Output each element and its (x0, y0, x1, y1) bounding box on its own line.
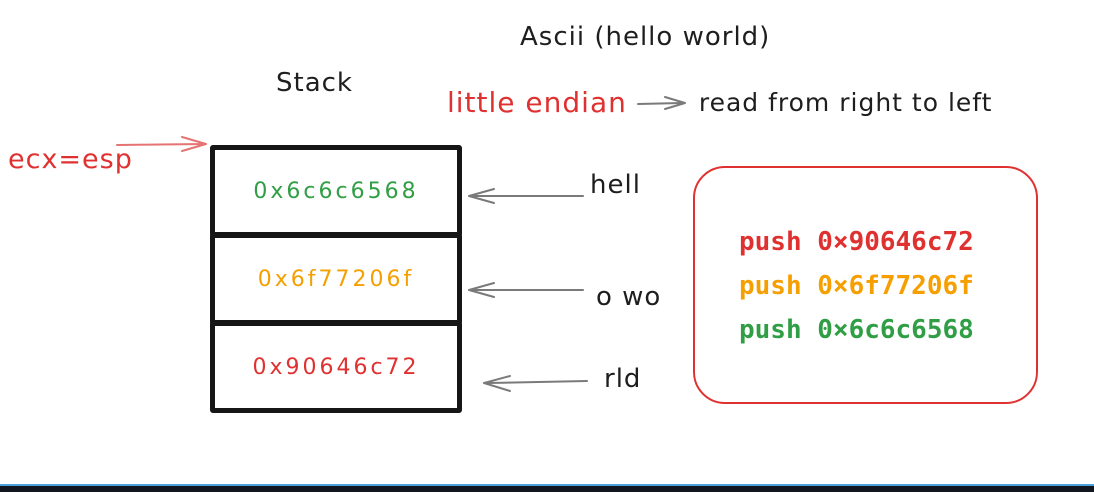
stack-cell-value: 0x6f77206f (257, 266, 415, 292)
left-arrow-icon (464, 186, 586, 206)
stack-cell-top: 0x6c6c6568 (210, 145, 462, 237)
push-instruction: push 0×90646c72 (739, 227, 974, 257)
stack-heading: Stack (276, 68, 353, 98)
push-instructions-box: push 0×90646c72 push 0×6f77206f push 0×6… (693, 166, 1038, 404)
push-instruction: push 0×6f77206f (739, 271, 974, 301)
endian-note: little endian read from right to left (447, 86, 992, 119)
cell-annotation: rld (604, 364, 642, 394)
push-instruction: push 0×6c6c6568 (739, 315, 974, 345)
left-arrow-icon (478, 372, 590, 394)
stack-box: 0x6c6c6568 0x6f77206f 0x90646c72 (210, 145, 462, 413)
cell-annotation: hell (590, 170, 641, 200)
stack-cell-middle: 0x6f77206f (210, 233, 462, 325)
left-arrow-icon (464, 280, 586, 300)
stack-pointer-label: ecx=esp (8, 144, 133, 175)
cell-annotation: o wo (596, 282, 662, 312)
stack-cell-bottom: 0x90646c72 (210, 321, 462, 413)
stack-cell-value: 0x90646c72 (252, 354, 420, 380)
endian-note-highlight: little endian (447, 86, 627, 119)
diagram-title: Ascii (hello world) (520, 22, 771, 52)
stack-pointer-arrow-icon (116, 134, 210, 154)
endian-note-text: read from right to left (698, 88, 993, 117)
window-bottom-edge (0, 484, 1094, 492)
right-arrow-icon (636, 95, 689, 111)
stack-cell-value: 0x6c6c6568 (253, 178, 419, 204)
